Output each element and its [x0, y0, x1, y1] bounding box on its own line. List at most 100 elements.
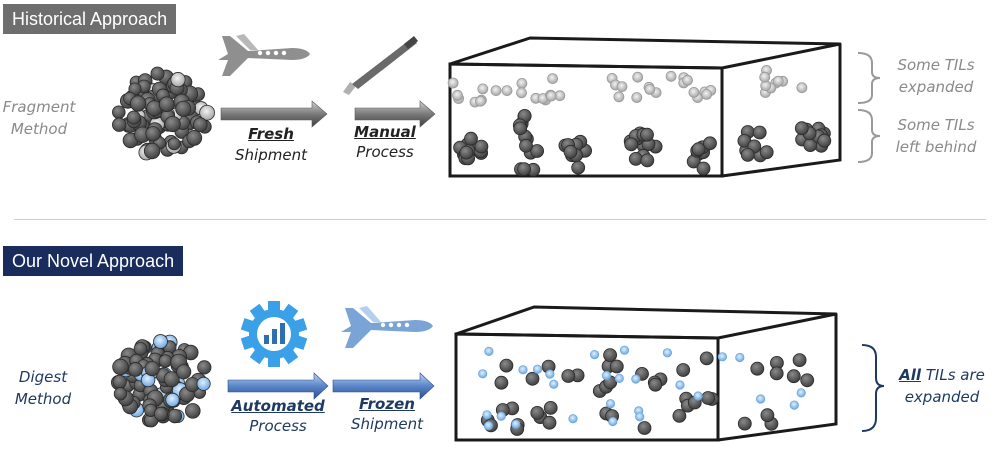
all-tils-expanded-label: All TILs are expanded — [890, 364, 994, 408]
tumor-cell — [112, 105, 126, 119]
digest-cell — [144, 360, 160, 377]
expanded-til — [605, 399, 616, 409]
fresh-shipment-line2: Shipment — [235, 146, 307, 164]
digest-cell — [163, 371, 180, 388]
tumor-cell — [800, 373, 815, 388]
digest-cell — [196, 376, 211, 391]
fresh-shipment-label: Fresh Shipment — [226, 124, 316, 166]
tumor-cell — [648, 377, 663, 392]
tumor-cell — [701, 391, 715, 405]
tumor-cell — [192, 117, 208, 133]
digest-cell — [167, 408, 183, 424]
expanded-til — [619, 345, 630, 355]
expanded-til — [545, 90, 557, 102]
tumor-cell — [494, 375, 509, 390]
tumor-cell — [143, 142, 161, 160]
til-cells-historical — [447, 65, 832, 177]
expanded-til — [789, 400, 799, 410]
frozen-shipment-line1: Frozen — [359, 395, 415, 413]
tumor-fragment-left-behind — [517, 162, 531, 177]
expanded-til — [693, 391, 703, 401]
tumor-fragment-left-behind — [530, 144, 544, 158]
tumor-cell — [525, 371, 540, 386]
expanded-til — [632, 71, 644, 83]
expanded-til — [516, 87, 527, 99]
expanded-til — [759, 71, 771, 83]
arrow-manual-process — [354, 100, 436, 128]
expanded-til — [635, 412, 645, 422]
expanded-til — [496, 411, 506, 421]
tumor-cell — [603, 348, 617, 363]
tumor-fragment-left-behind — [640, 153, 655, 168]
arrow-automated-process — [227, 372, 329, 400]
tumor-cell — [542, 415, 557, 430]
expanded-til — [589, 349, 600, 360]
tumor-fragment-left-behind — [703, 136, 717, 151]
expanded-til — [796, 82, 808, 94]
all-tils-expanded-line1: All TILs are — [890, 364, 994, 386]
expanded-til — [549, 379, 559, 389]
expanded-til — [675, 380, 685, 390]
tumor-fragment-icon — [112, 66, 215, 161]
brace-expanded — [857, 52, 881, 104]
historical-approach-tag: Historical Approach — [3, 4, 177, 34]
tumor-cell — [760, 408, 775, 423]
expanded-til — [483, 421, 494, 431]
fresh-shipment-line1: Fresh — [248, 125, 294, 143]
all-emphasis: All — [899, 366, 921, 384]
expanded-til — [484, 346, 494, 356]
digest-cell — [197, 360, 212, 375]
tumor-cell — [561, 369, 576, 383]
expanded-til — [701, 89, 712, 100]
tumor-fragment-left-behind — [759, 145, 774, 160]
tumor-cell — [175, 100, 192, 117]
expanded-til — [614, 373, 624, 383]
expanded-til — [545, 369, 555, 379]
tumor-cell — [672, 408, 687, 423]
tils-are-text: TILs are — [921, 366, 985, 384]
some-tils-expanded-label: Some TILs expanded — [884, 54, 988, 98]
some-tils-left-behind-label: Some TILs left behind — [884, 114, 988, 158]
fragment-method-line1: Fragment — [2, 98, 76, 116]
expanded-til — [601, 370, 612, 381]
brace-all-expanded — [861, 344, 885, 432]
airplane-icon — [218, 34, 310, 76]
tumor-fragment-left-behind — [740, 147, 755, 162]
tumor-cell — [130, 95, 147, 112]
tumor-digest-icon — [110, 334, 212, 428]
tumor-fragment-left-behind — [519, 138, 533, 153]
expanded-til — [482, 410, 492, 420]
expanded-til — [682, 74, 693, 86]
tumor-cell — [199, 104, 215, 121]
expanded-til — [755, 394, 766, 404]
expanded-til — [516, 78, 528, 89]
til-cells-novel — [478, 345, 815, 436]
digest-cell — [165, 392, 180, 408]
tumor-cell — [609, 359, 624, 374]
tumor-cell — [150, 66, 165, 81]
digest-cell — [112, 374, 127, 389]
expanded-til — [616, 81, 628, 92]
tumor-fragment-left-behind — [752, 125, 767, 140]
tumor-cell — [769, 366, 784, 381]
fragment-method-line2: Method — [10, 120, 68, 138]
all-tils-expanded-line2: expanded — [904, 388, 980, 406]
expanded-til — [613, 91, 625, 103]
tumor-cell — [699, 351, 714, 366]
expanded-til — [608, 416, 618, 427]
expanded-til — [665, 70, 677, 82]
tumor-fragment-left-behind — [464, 131, 478, 146]
digest-cell — [185, 403, 201, 419]
manual-process-label: Manual Process — [344, 122, 426, 162]
expanded-til — [631, 374, 641, 384]
automated-process-label: Automated Process — [226, 396, 330, 436]
tumor-fragment-left-behind — [513, 121, 528, 136]
tumor-cell — [499, 358, 514, 373]
digest-cell — [128, 362, 143, 377]
some-tils-expanded-line1: Some TILs — [897, 56, 975, 74]
expanded-til — [490, 85, 502, 96]
fragment-method-label: Fragment Method — [0, 96, 78, 140]
expanded-til — [772, 75, 784, 87]
expanded-til — [568, 414, 578, 424]
